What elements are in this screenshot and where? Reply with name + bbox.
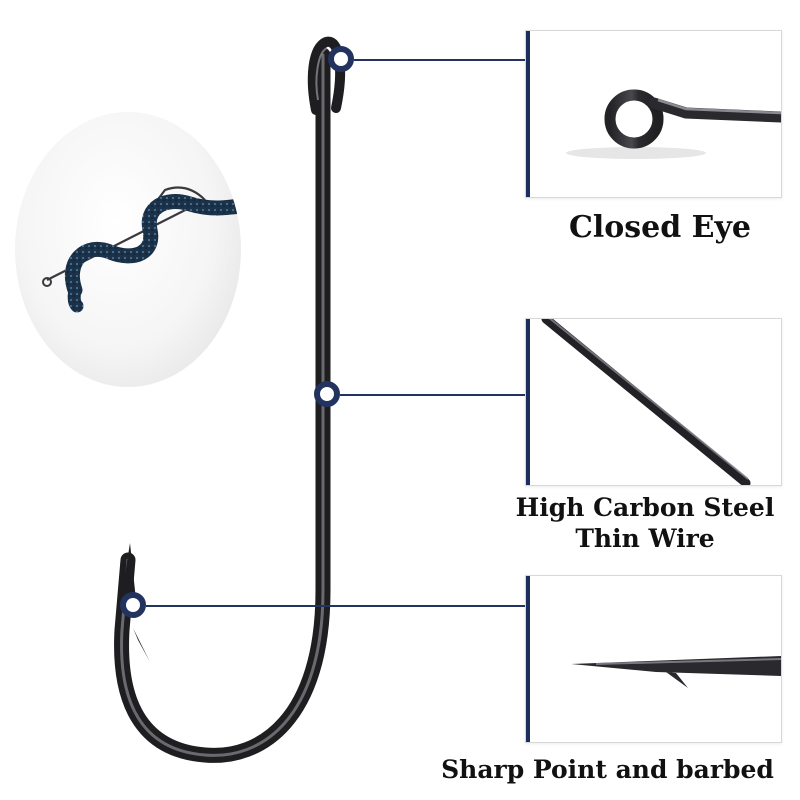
callout-marker-wire bbox=[314, 381, 340, 407]
sharp-point-caption: Sharp Point and barbed bbox=[441, 755, 774, 784]
closed-eye-detail-image bbox=[525, 30, 782, 198]
leader-line-eye bbox=[354, 59, 526, 61]
callout-marker-eye bbox=[328, 46, 354, 72]
worm-bait-illustration bbox=[42, 186, 241, 313]
leader-line-wire bbox=[340, 394, 526, 396]
leader-line-point bbox=[146, 605, 526, 607]
closed-eye-caption: Closed Eye bbox=[568, 210, 752, 245]
steel-wire-closeup bbox=[541, 319, 751, 485]
sharp-point-closeup bbox=[571, 656, 781, 688]
closed-eye-closeup bbox=[566, 89, 781, 159]
sharp-point-detail-image bbox=[525, 575, 782, 743]
callout-marker-point bbox=[120, 592, 146, 618]
steel-wire-caption-line1: High Carbon Steel bbox=[515, 493, 775, 522]
steel-wire-caption-line2: Thin Wire bbox=[575, 524, 715, 553]
steel-wire-detail-image bbox=[525, 318, 782, 486]
worm-bait-inset-image bbox=[15, 112, 241, 387]
